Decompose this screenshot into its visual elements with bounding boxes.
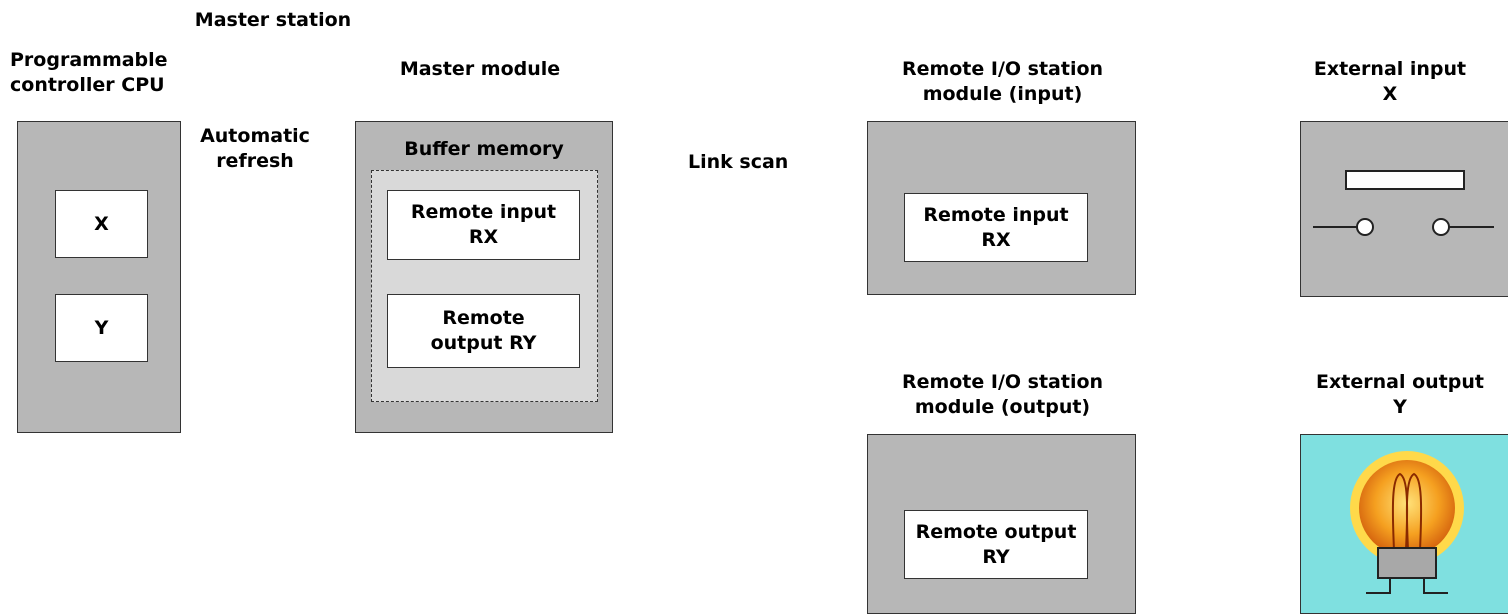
external-input-label: External input X (1313, 58, 1467, 105)
automatic-refresh-label: Automatic refresh (200, 125, 310, 172)
external-input-box (1300, 121, 1508, 297)
buffer-remote-input: Remote input RX (387, 190, 580, 260)
remote-input-rx: Remote input RX (904, 193, 1088, 262)
remote-output-ry: Remote output RY (904, 510, 1088, 579)
remote-output-station-label: Remote I/O station module (output) (901, 371, 1104, 418)
buffer-memory-label: Buffer memory (404, 138, 564, 160)
buffer-remote-output: Remote output RY (387, 294, 580, 368)
cpu-label: Programmable controller CPU (10, 49, 168, 96)
master-module-label: Master module (399, 58, 561, 80)
cpu-module (17, 121, 181, 433)
link-scan-label: Link scan (688, 151, 789, 173)
master-station-title: Master station (194, 9, 352, 31)
external-output-label: External output Y (1316, 371, 1484, 418)
cpu-device-x: X (55, 190, 148, 258)
remote-input-station-label: Remote I/O station module (input) (901, 58, 1104, 105)
cpu-device-y: Y (55, 294, 148, 362)
